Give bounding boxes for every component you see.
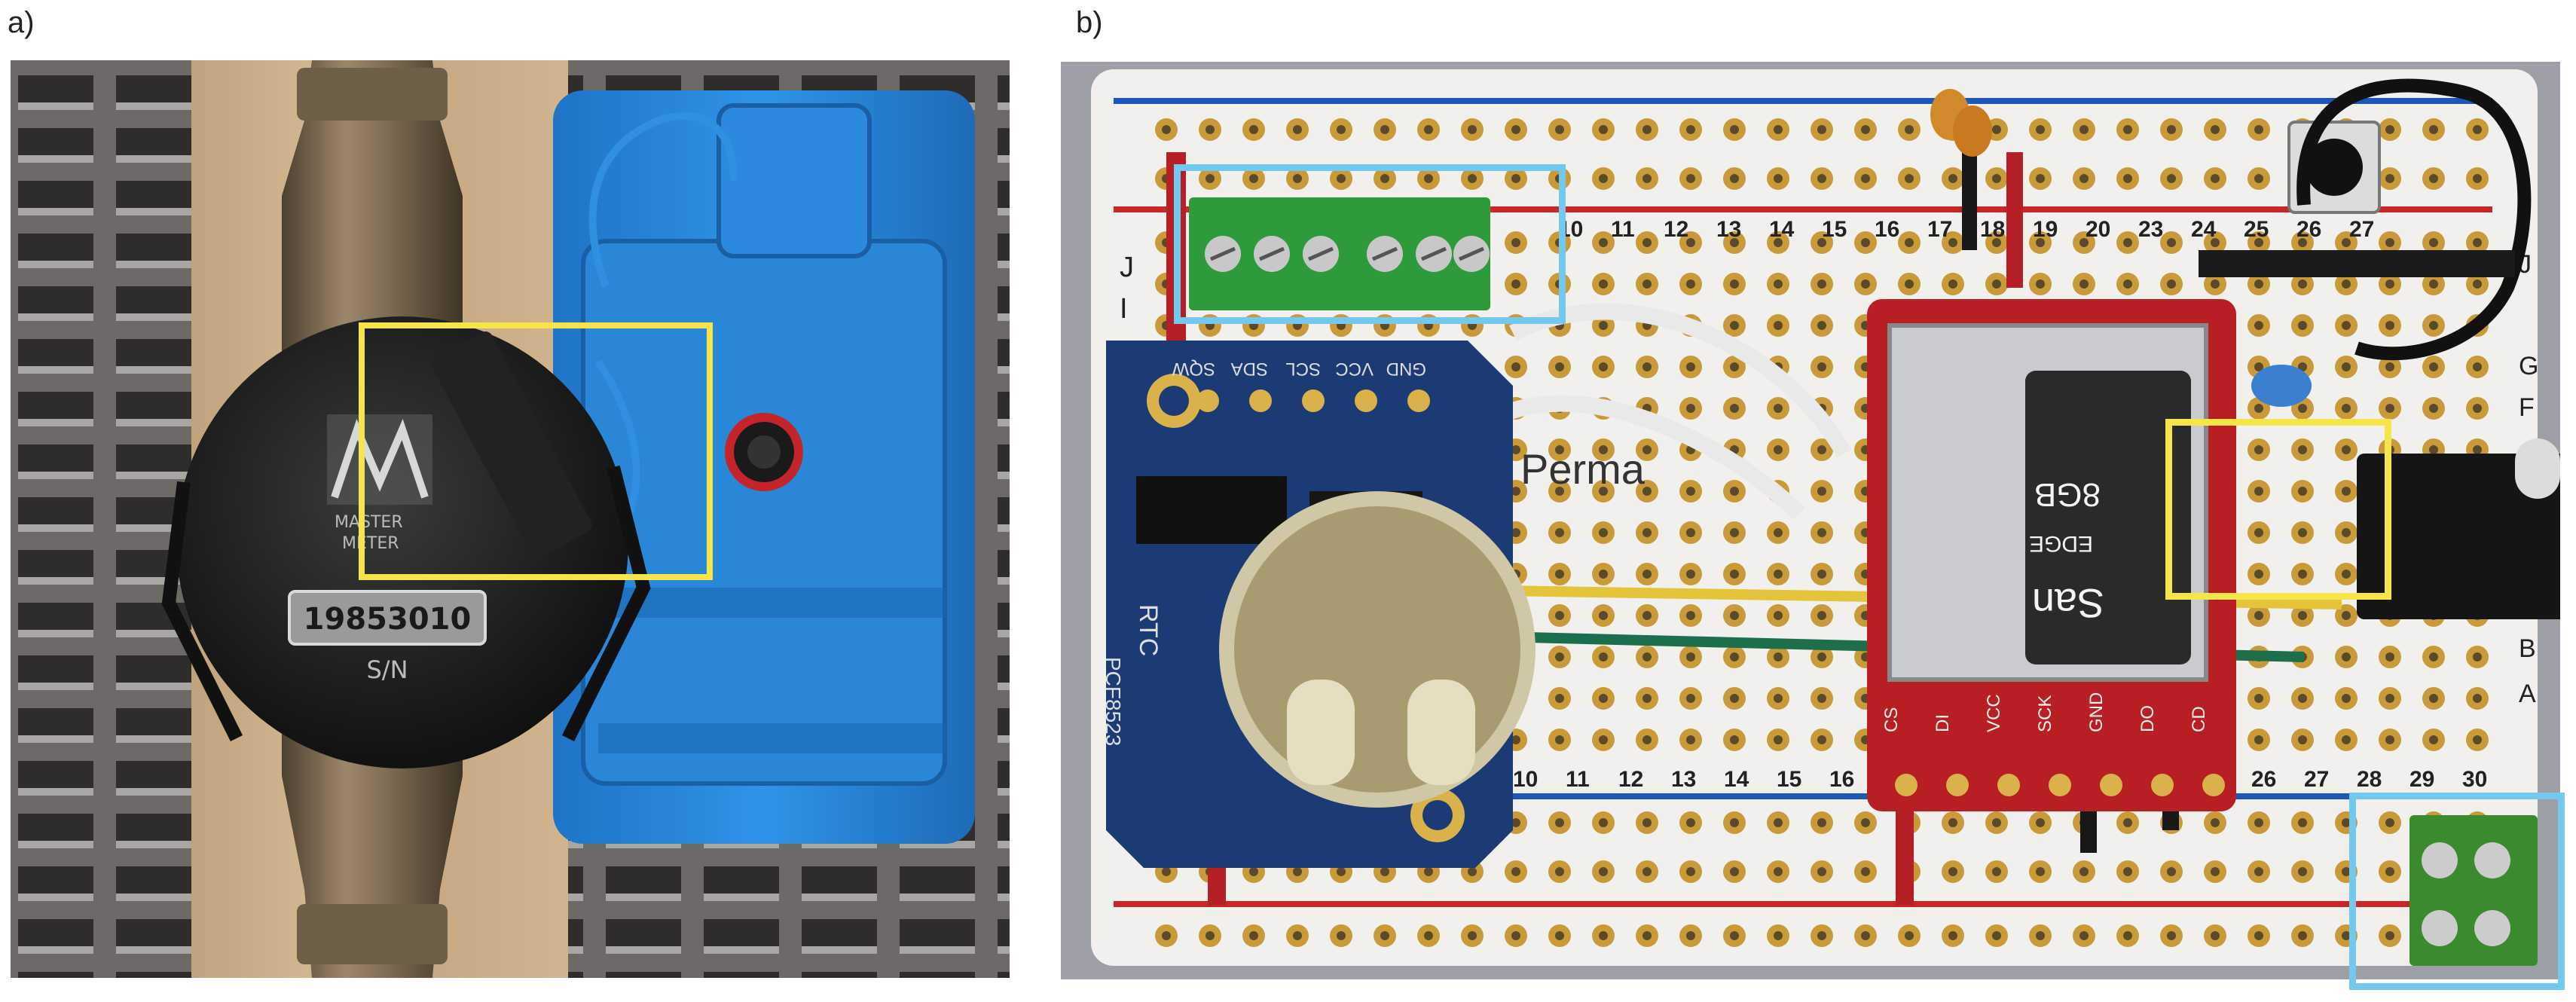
serial-plate (288, 590, 487, 646)
column-number-top: 12 (1664, 217, 1688, 242)
row-label-right: B (2519, 634, 2536, 663)
terminal-block-bottom (2409, 815, 2538, 966)
svg-text:METER: METER (342, 534, 399, 553)
column-number-top: 24 (2191, 217, 2217, 242)
sd-pin-pad (2202, 774, 2225, 796)
white-wire (1478, 395, 1805, 520)
rtc-pin-label: SQW (1172, 359, 1215, 379)
column-number-top: 20 (2086, 217, 2110, 242)
column-number-bottom: 27 (2304, 767, 2329, 792)
rtc-label: RTC (1134, 604, 1163, 656)
column-number-bottom: 28 (2357, 767, 2382, 792)
column-number-top: 18 (1980, 217, 2005, 242)
rtc-pin-pad (1407, 389, 1430, 412)
sd-card-brand: San (2032, 580, 2104, 625)
sd-card-size: 8GB (2034, 476, 2101, 513)
rtc-pin-label: SDA (1231, 359, 1268, 379)
sd-pin-label: GND (2086, 692, 2107, 732)
column-number-bottom: 13 (1671, 767, 1696, 792)
sd-pin-pad (1895, 774, 1917, 796)
column-number-top: 14 (1769, 217, 1795, 242)
row-label-right: A (2519, 680, 2536, 708)
sd-card-breakout: 8GB EDGE San CS DI VCC SCK GND DO CD (1867, 299, 2236, 811)
column-number-top: 27 (2349, 217, 2374, 242)
row-label-right: G (2519, 352, 2538, 380)
sd-pin-label: CS (1881, 707, 1902, 732)
sd-pin-label: DO (2137, 705, 2158, 732)
column-number-bottom: 26 (2251, 767, 2276, 792)
svg-text:MASTER: MASTER (335, 513, 403, 532)
pin-header (2199, 250, 2515, 277)
panel-b-label: b) (1076, 6, 1103, 39)
column-number-top: 19 (2033, 217, 2058, 242)
rtc-pin-label: VCC (1335, 359, 1374, 379)
circuit-board-photo: J I JGFEDCBA 101112131415161718192023242… (1061, 62, 2560, 979)
circuit-board-scene: J I JGFEDCBA 101112131415161718192023242… (1061, 62, 2560, 979)
water-meter-scene: MASTER METER 19853010 S/N (11, 60, 1010, 978)
sd-card-model: EDGE (2029, 531, 2093, 556)
column-number-top: 17 (1927, 217, 1952, 242)
column-number-bottom: 11 (1566, 767, 1590, 792)
rtc-pin-pad (1196, 389, 1219, 412)
row-label-j: J (1120, 252, 1134, 283)
column-number-top: 16 (1875, 217, 1899, 242)
sd-pin-label: VCC (1984, 694, 2004, 732)
column-number-bottom: 30 (2462, 767, 2487, 792)
column-numbers-top: 10 11 12 13 14 15 16 17 18 19 20 23 24 25 26 27 (1558, 217, 2374, 242)
column-number-top: 13 (1716, 217, 1741, 242)
row-label-i: I (1120, 293, 1128, 325)
rtc-pin-label: GND (1386, 359, 1426, 379)
sd-pin-label: SCK (2035, 695, 2055, 732)
pipe-nut-bottom (297, 904, 448, 964)
meter-serial-number: 19853010 (304, 602, 472, 637)
column-number-bottom: 29 (2409, 767, 2434, 792)
sd-pin-pad (1946, 774, 1969, 796)
rtc-pin-pad (1249, 389, 1272, 412)
column-number-bottom: 16 (1829, 767, 1854, 792)
column-number-top: 10 (1558, 217, 1583, 242)
column-number-top: 26 (2296, 217, 2321, 242)
rtc-pin-pad (1302, 389, 1325, 412)
sd-pin-pad (2049, 774, 2071, 796)
rtc-pin-pad (1355, 389, 1377, 412)
dip-chip (2357, 454, 2560, 619)
column-number-bottom: 15 (1777, 767, 1801, 792)
sd-pin-pad (1997, 774, 2020, 796)
row-label-right: F (2519, 393, 2535, 422)
red-jumper (1166, 152, 1186, 356)
column-number-top: 23 (2138, 217, 2163, 242)
blue-capacitor (2251, 365, 2312, 407)
column-number-top: 25 (2244, 217, 2269, 242)
column-number-bottom: 14 (1724, 767, 1749, 792)
meter-sn-label: S/N (366, 655, 408, 684)
master-meter-logo: MASTER METER (327, 414, 432, 553)
water-meter-photo: MASTER METER 19853010 S/N (11, 60, 1010, 978)
column-number-top: 15 (1822, 217, 1847, 242)
column-number-top: 11 (1611, 217, 1635, 242)
meter-lid-latch (431, 331, 592, 558)
sd-pin-label: DI (1933, 714, 1953, 732)
sd-pin-pad (2100, 774, 2122, 796)
rtc-breakout-board: RTC PCF8523 SQW SDA SCL VCC GND (1102, 341, 1536, 868)
sd-pin-pad (2151, 774, 2174, 796)
panel-a-label: a) (8, 6, 35, 39)
sd-pin-label: CD (2189, 706, 2209, 732)
board-brand-text: Perma (1520, 445, 1646, 493)
pipe-nut-top (297, 68, 448, 121)
terminal-block-top (1189, 197, 1490, 310)
column-number-bottom: 10 (1513, 767, 1538, 792)
rtc-chip-label: PCF8523 (1102, 657, 1125, 746)
rtc-pin-label: SCL (1285, 359, 1321, 379)
column-number-bottom: 12 (1618, 767, 1643, 792)
